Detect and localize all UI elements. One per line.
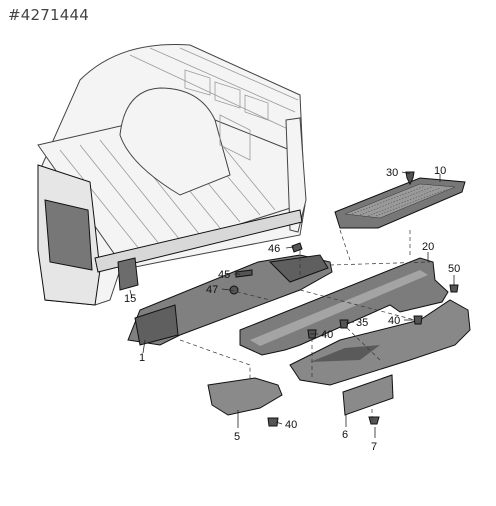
part-20-bumper-beam — [239, 257, 449, 356]
callout-30: 30 — [386, 167, 398, 179]
callout-40-right: 40 — [388, 315, 400, 327]
callout-10: 10 — [434, 165, 446, 177]
part-5-end-cap — [207, 377, 283, 416]
callout-labels: 30 10 46 20 45 50 47 15 35 40 40 1 5 40 … — [124, 165, 460, 453]
callout-15: 15 — [124, 293, 136, 305]
callout-35: 35 — [356, 317, 368, 329]
leader-lines — [129, 171, 455, 438]
callout-40-center: 40 — [321, 329, 333, 341]
assembly-lines — [179, 229, 431, 420]
bumper-cover — [289, 299, 471, 386]
fasteners — [229, 171, 459, 427]
callout-7: 7 — [371, 441, 377, 453]
callout-50: 50 — [448, 263, 460, 275]
callout-46: 46 — [268, 243, 280, 255]
callout-5: 5 — [234, 431, 240, 443]
callout-45: 45 — [218, 269, 230, 281]
callout-1: 1 — [139, 352, 145, 364]
part-15-bracket — [117, 257, 139, 291]
truck-bed — [37, 43, 307, 306]
callout-47: 47 — [206, 284, 218, 296]
part-1-mounting-bracket — [127, 254, 333, 346]
callout-6: 6 — [342, 429, 348, 441]
part-10-step-pad — [334, 177, 466, 229]
callout-40-bottom: 40 — [285, 419, 297, 431]
document-id: #4271444 — [8, 6, 89, 24]
part-6-plate — [342, 374, 394, 416]
callout-20: 20 — [422, 241, 434, 253]
